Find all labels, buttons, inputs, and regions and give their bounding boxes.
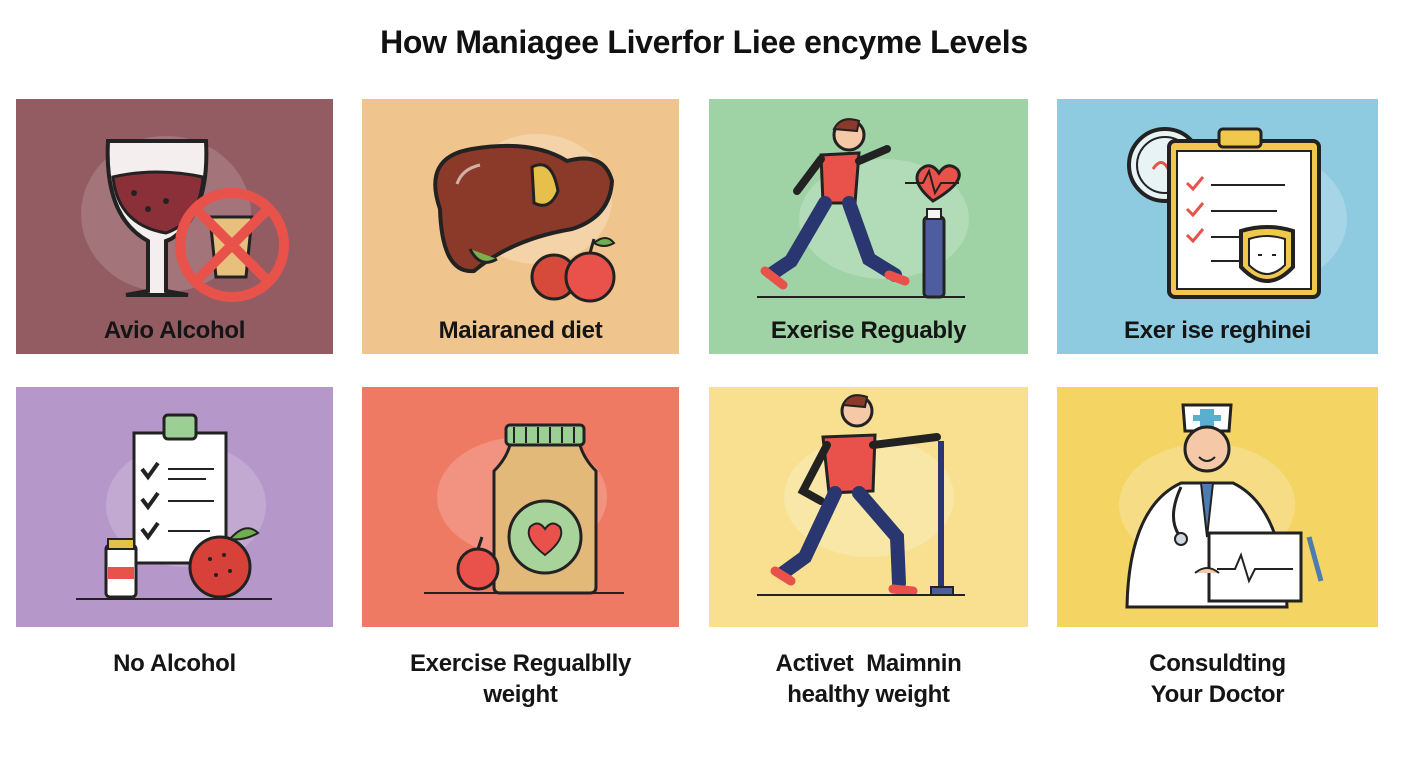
person-walking-stick-icon: [757, 394, 965, 596]
caption-consult-doctor: Consuldting Your Doctor: [1149, 650, 1286, 708]
caption-exercise-weight: Exercise Regualblly weight: [409, 650, 632, 708]
card-label: Maiaraned diet: [438, 317, 603, 344]
clipboard-checklist-icon: [1127, 127, 1347, 299]
card-balanced-diet[interactable]: Maiaraned diet: [362, 99, 679, 354]
card-supplement-jar[interactable]: [362, 387, 679, 627]
card-exercise-regimen[interactable]: Exer ise reghinei: [1057, 99, 1378, 354]
doctor-icon: [1119, 403, 1324, 609]
card-maintain-weight[interactable]: [709, 387, 1028, 627]
checklist-fruit-icon: [76, 413, 272, 600]
card-label: Exerise Reguably: [770, 317, 967, 344]
card-label: Avio Alcohol: [103, 317, 246, 344]
card-checklist-fruit[interactable]: [16, 387, 333, 627]
running-person-heart-icon: [757, 118, 969, 299]
card-label: Exer ise reghinei: [1124, 317, 1311, 344]
card-exercise-regularly[interactable]: Exerise Reguably: [709, 99, 1028, 354]
supplement-jar-heart-icon: [424, 423, 624, 595]
card-consult-doctor[interactable]: [1057, 387, 1378, 627]
wine-glass-no-alcohol-icon: [81, 136, 289, 302]
liver-apple-icon: [433, 134, 616, 303]
caption-no-alcohol: No Alcohol: [113, 650, 236, 677]
caption-healthy-weight: Activet Maimnin healthy weight: [775, 650, 962, 708]
page-title: How Maniagee Liverfor Liee encyme Levels: [380, 24, 1028, 60]
card-avoid-alcohol[interactable]: Avio Alcohol: [16, 99, 333, 354]
